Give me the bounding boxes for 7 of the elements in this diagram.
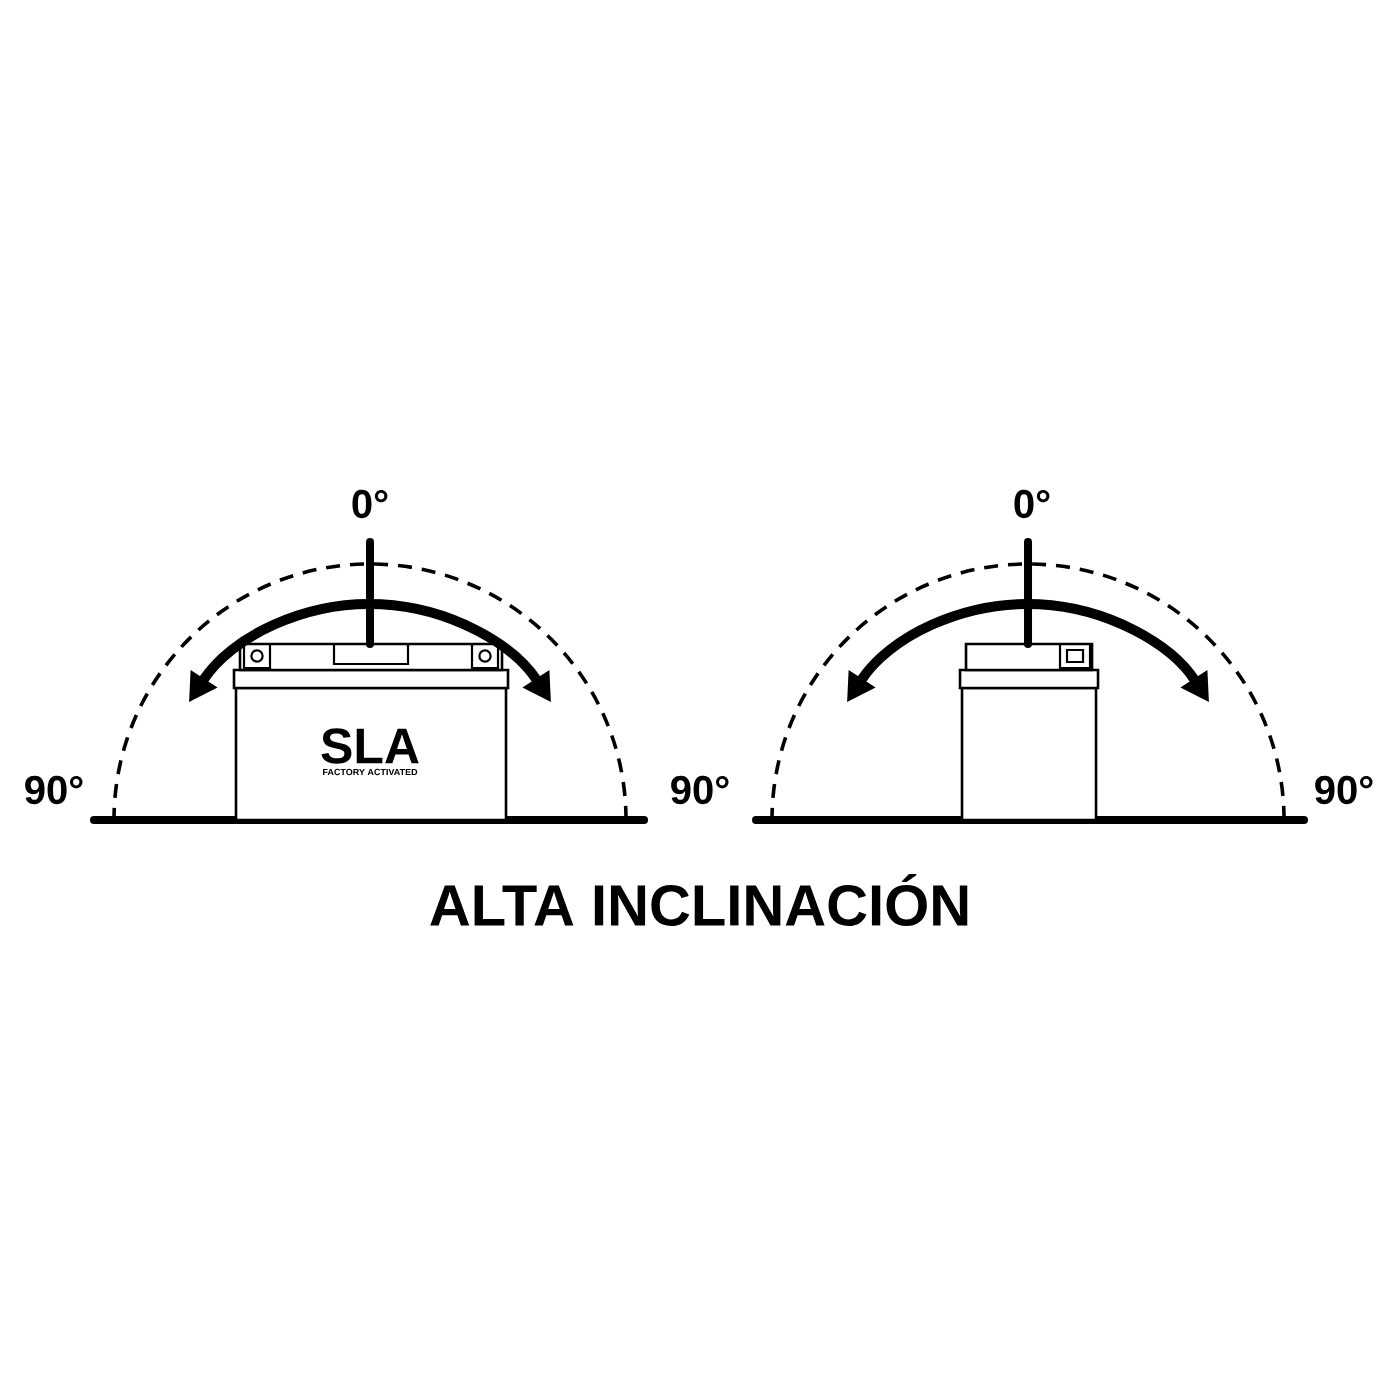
angle-label: 90° <box>25 775 83 805</box>
angle-label: 90° <box>671 775 729 805</box>
angle-label: 0° <box>1014 489 1050 519</box>
battery-label: SLA <box>321 728 419 764</box>
title: ALTA INCLINACIÓN <box>430 874 968 926</box>
angle-label: 0° <box>352 489 388 519</box>
angle-label: 90° <box>1315 775 1373 805</box>
